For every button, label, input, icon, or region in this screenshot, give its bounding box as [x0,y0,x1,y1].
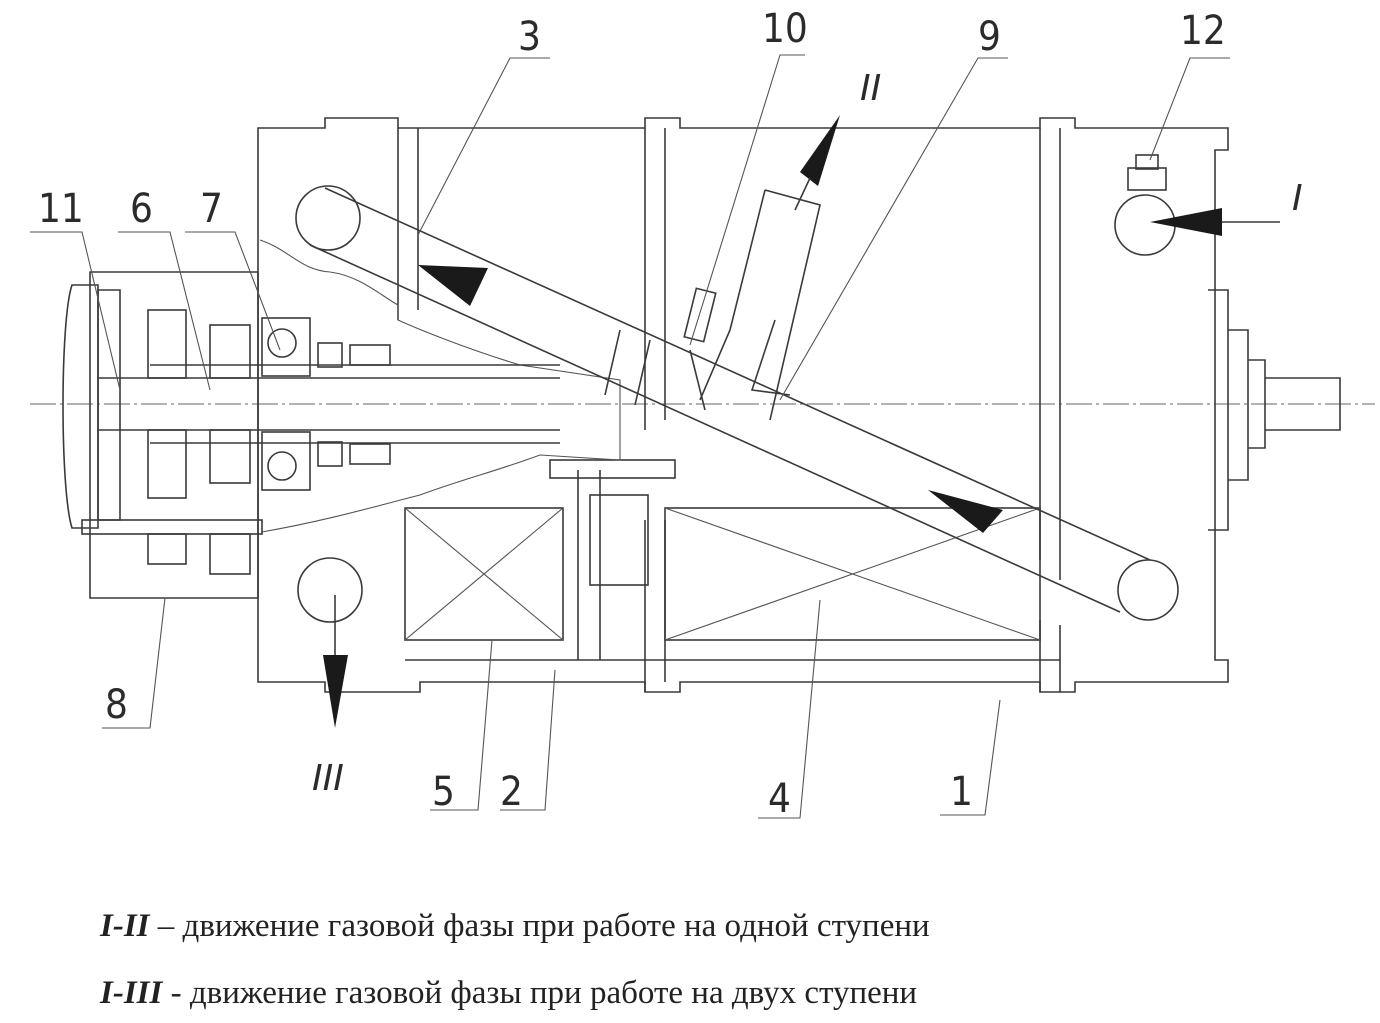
label-4: 4 [768,776,791,822]
legend-line-1: I-II – движение газовой фазы при работе … [100,908,930,945]
legend-key-2: I-III [100,975,162,1011]
label-2: 2 [500,769,523,815]
flow-label-III: III [312,758,344,799]
label-1: 1 [950,769,973,815]
label-9: 9 [978,14,1001,60]
stator-blocks [405,460,1060,660]
flow-label-I: I [1292,178,1303,219]
label-5: 5 [432,769,455,815]
label-10: 10 [762,6,808,52]
plug [1128,168,1166,190]
flow-label-II: II [860,68,881,109]
label-3: 3 [518,14,541,60]
legend-text-1: – движение газовой фазы при работе на од… [150,908,930,944]
shaft-assembly [63,272,560,598]
label-11: 11 [38,186,84,232]
label-7: 7 [200,186,223,232]
flow-arrow-II [800,115,840,186]
flow-arrow-4 [928,490,1003,533]
housing [258,118,1340,692]
legend-text-2: - движение газовой фазы при работе на дв… [162,975,917,1011]
seal-outline [260,240,620,532]
machine-section-drawing: 3 10 9 12 11 6 7 8 5 2 4 1 II I III [0,0,1380,880]
label-6: 6 [130,186,153,232]
flow-arrow-I [1150,208,1222,236]
label-12: 12 [1180,8,1226,54]
flow-arrow-3 [418,265,488,306]
valve-tube [684,190,820,420]
legend-line-2: I-III - движение газовой фазы при работе… [100,975,917,1012]
label-8: 8 [105,682,128,728]
legend-key-1: I-II [100,908,150,944]
